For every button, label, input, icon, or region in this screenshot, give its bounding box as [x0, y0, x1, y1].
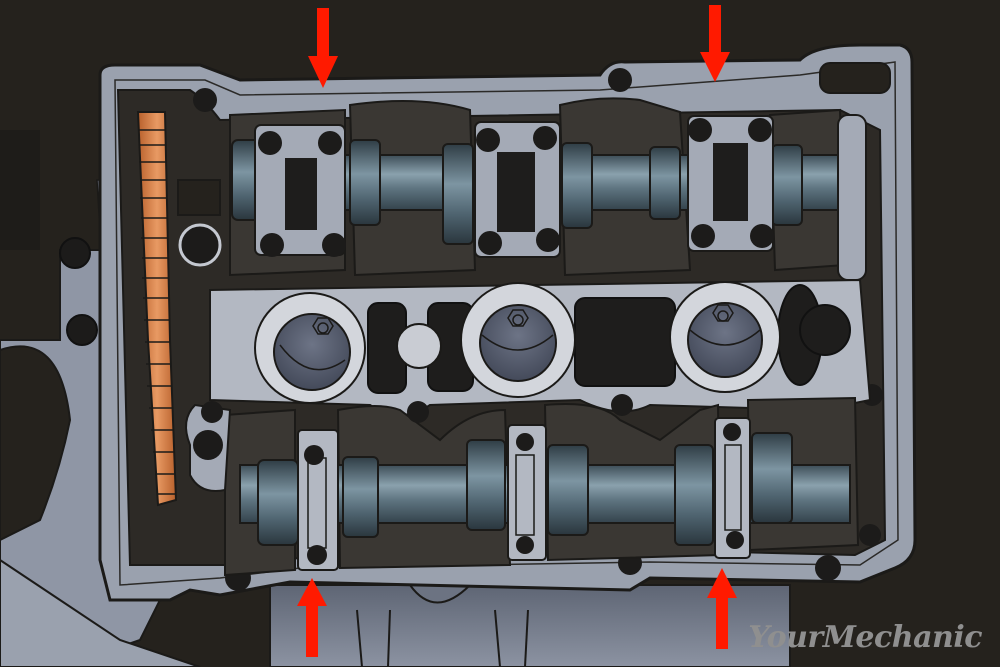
arrow-bottom-right [707, 568, 737, 649]
bolt [59, 237, 91, 269]
tensioner-plug [178, 223, 222, 267]
cam-bearing-cap [254, 124, 346, 257]
cam-bearing-cap [474, 121, 561, 258]
cam-bearing-strap [297, 429, 339, 571]
intake-camshaft [229, 97, 867, 281]
timing-chain-guide [136, 111, 178, 507]
brand-watermark: YourMechanic [748, 620, 982, 655]
cam-bearing-cap [687, 115, 774, 252]
spark-plug-well-1 [254, 292, 366, 404]
cam-bearing-strap [507, 424, 547, 561]
arrow-bottom-left [297, 578, 327, 657]
oil-fill-opening [819, 62, 891, 94]
arrow-top-right [700, 5, 730, 82]
arrow-top-left [308, 8, 338, 88]
cam-bearing-strap [714, 417, 751, 559]
spark-plug-well-2 [460, 282, 576, 398]
exhaust-camshaft [185, 394, 860, 577]
spark-plug-well-3 [669, 281, 781, 393]
lower-engine-block [269, 584, 791, 667]
bolt [66, 314, 98, 346]
